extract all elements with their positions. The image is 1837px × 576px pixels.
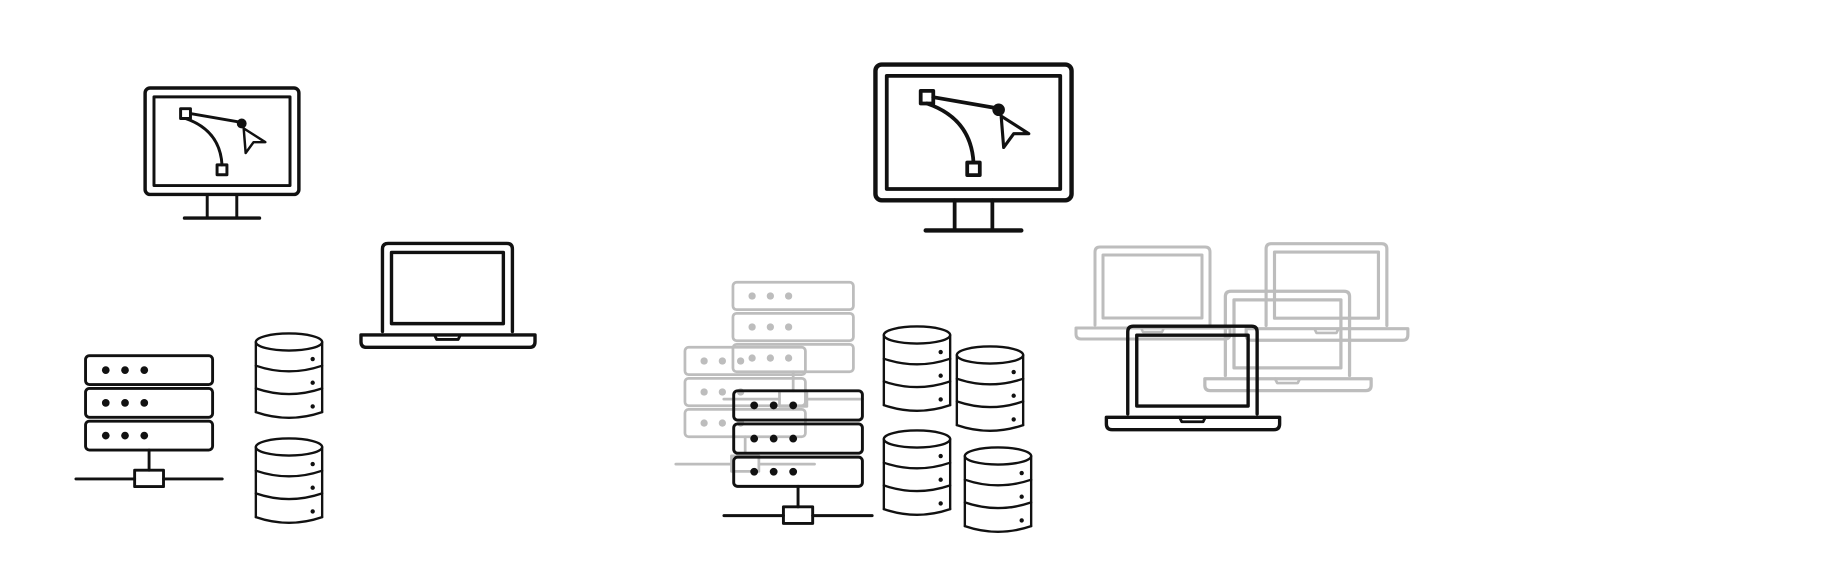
laptop-icon bbox=[359, 241, 537, 350]
left-icon-group bbox=[74, 86, 537, 525]
database-icon bbox=[882, 429, 952, 517]
database-icon bbox=[882, 325, 952, 413]
right-icon-group bbox=[674, 65, 1410, 534]
database-icon bbox=[955, 345, 1025, 433]
database-icon bbox=[254, 437, 324, 525]
design-monitor-icon bbox=[143, 86, 301, 220]
server-rack-icon bbox=[74, 354, 224, 489]
server-rack-icon bbox=[722, 280, 864, 408]
database-icon bbox=[254, 332, 324, 420]
design-monitor-icon bbox=[875, 65, 1071, 231]
database-icon bbox=[963, 446, 1033, 534]
